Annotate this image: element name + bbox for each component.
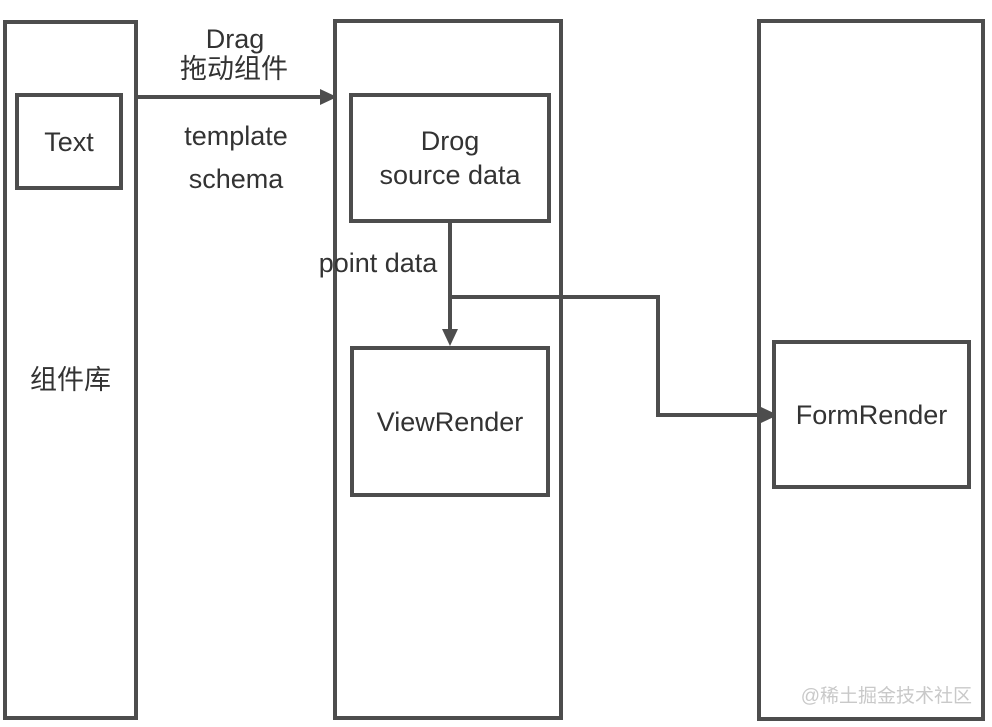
edge-label-drag-zh: 拖动组件: [180, 54, 288, 84]
edge-label-drag-en: Drag: [205, 24, 265, 54]
edge-label-schema: schema: [188, 164, 284, 194]
formrender-label: FormRender: [795, 399, 948, 430]
column-component-library: [3, 20, 138, 720]
watermark: @稀土掘金技术社区: [800, 686, 972, 707]
column-editor-canvas: [333, 19, 563, 720]
drog-label-line2: source data: [379, 160, 521, 190]
node-text-component: Text: [15, 93, 123, 190]
viewrender-label: ViewRender: [376, 406, 524, 437]
column-form: [757, 19, 985, 721]
node-formrender: FormRender: [772, 340, 971, 489]
drog-label-line1: Drog: [420, 126, 480, 156]
edge-label-point-data: point data: [318, 248, 438, 278]
library-caption: 组件库: [30, 365, 111, 395]
node-drog-source-data: Drog source data: [349, 93, 551, 223]
node-text-label: Text: [44, 126, 94, 157]
edge-label-template: template: [184, 121, 288, 151]
node-viewrender: ViewRender: [350, 346, 550, 497]
